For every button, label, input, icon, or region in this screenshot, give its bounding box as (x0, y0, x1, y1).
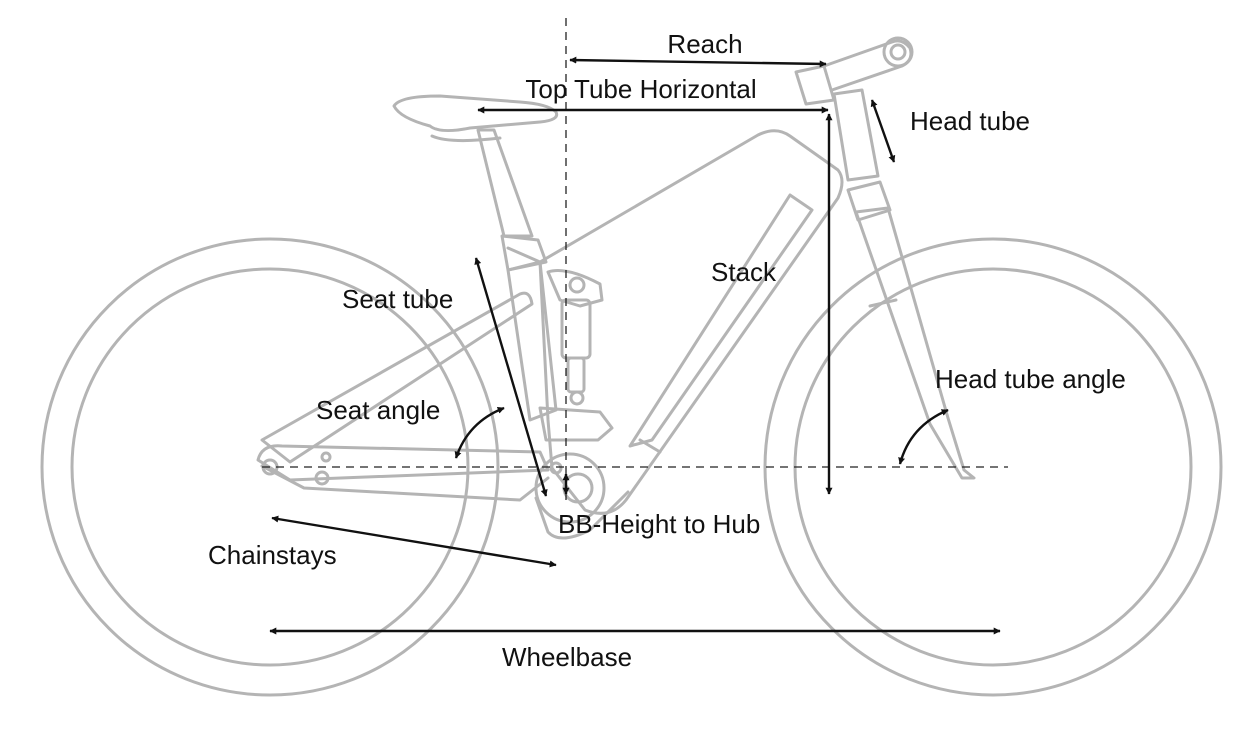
seat-angle-label: Seat angle (316, 395, 440, 425)
head-tube-angle-label: Head tube angle (935, 364, 1126, 394)
wheelbase-label: Wheelbase (502, 642, 632, 672)
saddle (392, 94, 559, 133)
bb-height-to-hub-label: BB-Height to Hub (558, 509, 760, 539)
shock-mount (546, 269, 604, 308)
handlebar-end-inner (889, 43, 907, 61)
motor-bolt (549, 461, 563, 475)
shock-shaft (566, 356, 586, 394)
dropout-bolt (314, 470, 330, 486)
stack-label: Stack (711, 257, 777, 287)
chainstays-arrow (271, 515, 557, 568)
seat-angle-arc (454, 406, 505, 459)
chainstays-label: Chainstays (208, 540, 337, 570)
battery-mark (638, 438, 662, 454)
seat-tube-arrow (474, 257, 548, 497)
fork-seal (868, 298, 898, 308)
handlebar-end (882, 36, 914, 68)
seatpost (476, 128, 534, 238)
seat-tube (506, 260, 558, 422)
head-tube-label: Head tube (910, 106, 1030, 136)
shock-bolt (569, 390, 585, 406)
dimension-labels: Reach Top Tube Horizontal Head tube Stac… (208, 29, 1126, 672)
fork-leg (854, 206, 976, 480)
seatstay (260, 291, 534, 464)
stem (794, 64, 836, 106)
saddle-rail (430, 134, 502, 143)
reference-guides (262, 18, 1008, 500)
battery-cover (628, 193, 814, 448)
reach-label: Reach (667, 29, 742, 59)
shock-top-bolt (568, 276, 586, 294)
head-tube-angle-arc (898, 408, 949, 465)
front-triangle (506, 129, 844, 515)
reach-arrow (569, 56, 827, 68)
dropout-bolt-2 (320, 451, 332, 463)
top-tube-horizontal-label: Top Tube Horizontal (525, 74, 756, 104)
chainstay-upper (256, 444, 550, 482)
fork-crown (846, 180, 892, 222)
head-tube-outline (832, 88, 880, 182)
dimension-arrows (269, 56, 1001, 635)
head-tube-arrow (870, 99, 896, 163)
seat-tube-label: Seat tube (342, 284, 453, 314)
